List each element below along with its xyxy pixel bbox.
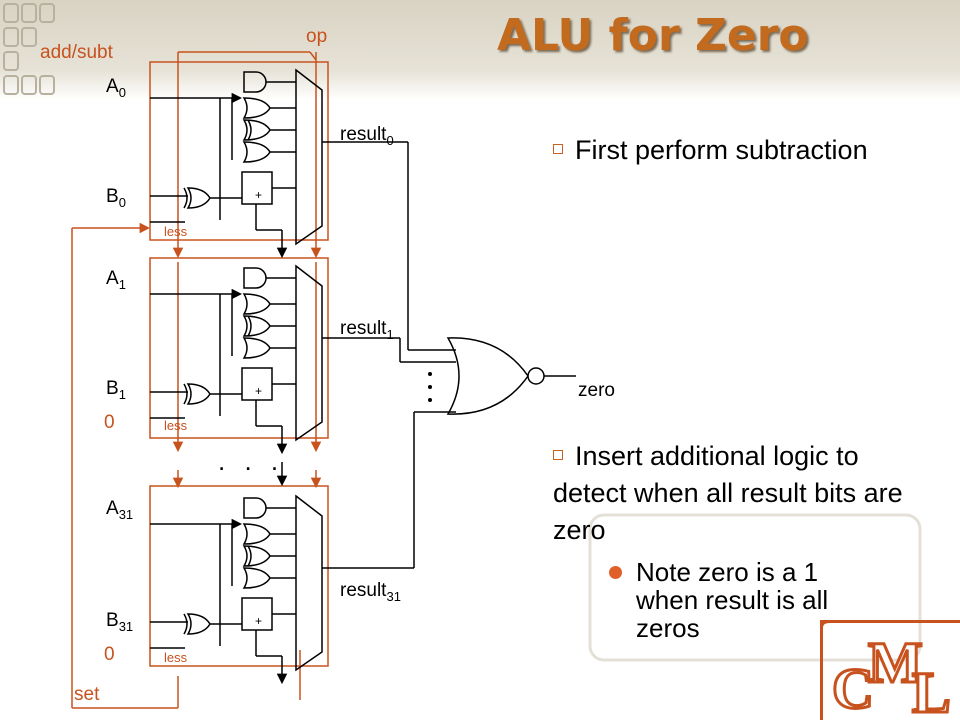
cml-logo-graphic: C M L (820, 620, 960, 720)
result-31-label: result31 (340, 580, 401, 604)
svg-text:M: M (868, 630, 923, 695)
input-b1: B1 (106, 378, 126, 402)
less-label-31: less (164, 650, 188, 665)
cml-logo: C M L (820, 620, 960, 720)
zero-output-label: zero (578, 380, 615, 401)
input-a31: A31 (106, 498, 134, 522)
bullet-2: Insert additional logic to detect when a… (553, 441, 903, 545)
slice-ellipsis: . . . (218, 446, 285, 476)
input-b31: B31 (106, 610, 134, 634)
header-band (0, 0, 960, 100)
square-bullet-icon (553, 143, 563, 154)
less-label-0: less (164, 224, 188, 239)
sub-bullet: Note zero is a 1 when result is all zero… (609, 558, 886, 642)
result-0-label: result0 (340, 124, 394, 148)
add-subt-label: add/subt (40, 42, 113, 63)
result-1-label: result1 (340, 318, 394, 342)
zero-input-1: 0 (104, 412, 115, 433)
input-a1: A1 (106, 268, 126, 292)
less-label-1: less (164, 418, 188, 433)
slide-title: ALU for Zero (497, 10, 809, 61)
adder-plus-1: + (255, 384, 263, 398)
input-a0: A0 (106, 76, 126, 100)
adder-plus-0: + (255, 188, 263, 202)
bullet-dot-icon (609, 566, 622, 579)
bullet-1: First perform subtraction (553, 132, 933, 169)
svg-text:C: C (832, 656, 874, 720)
op-label: op (306, 26, 328, 47)
adder-plus-31: + (255, 614, 263, 628)
set-label: set (74, 684, 100, 705)
zero-input-31: 0 (104, 644, 115, 665)
input-b0: B0 (106, 186, 126, 210)
svg-text:L: L (912, 660, 951, 720)
square-bullet-icon (553, 449, 563, 460)
